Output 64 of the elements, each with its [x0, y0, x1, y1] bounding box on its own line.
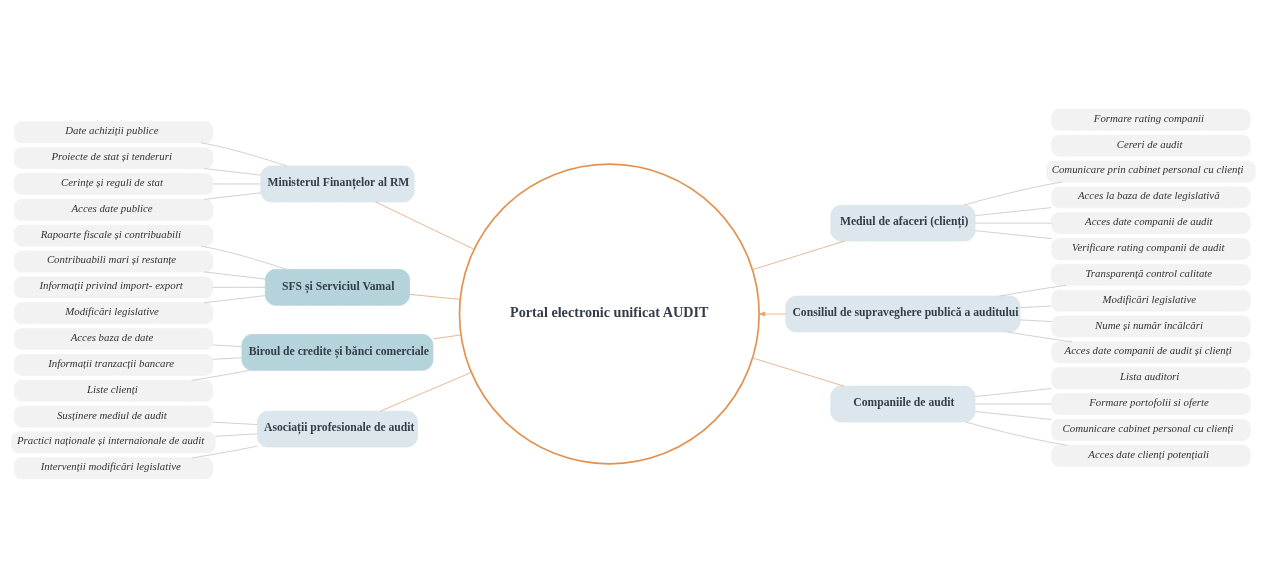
arrow [758, 311, 786, 317]
connector [1019, 305, 1052, 309]
node-circle: Portal electronic unificat AUDIT [458, 163, 760, 465]
node-box: Acces date companii de audit și clienți [1051, 341, 1251, 364]
node-box: Comunicare cabinet personal cu clienți [1051, 419, 1251, 441]
connector [409, 293, 461, 300]
node-box: Date achiziții publice [13, 121, 214, 144]
connector [212, 286, 266, 288]
connector [215, 433, 258, 437]
connector [200, 245, 288, 270]
node-box: Modificări legislative [13, 302, 214, 324]
connector [974, 411, 1052, 420]
node-box: Rapoarte fiscale și contribuabili [13, 224, 214, 247]
node-box: Modificări legislative [1051, 289, 1251, 312]
connector [192, 445, 258, 459]
connector [752, 240, 845, 271]
connector [375, 201, 475, 250]
node-box: Companiile de audit [830, 385, 976, 423]
node-box: Consiliul de supraveghere publică a auditului [785, 295, 1021, 333]
node-box: SFS și Serviciul Vamal [264, 269, 410, 306]
node-box: Formare portofolii si oferte [1051, 393, 1251, 415]
node-box: Acces date companii de audit [1051, 212, 1251, 234]
connector [963, 181, 1063, 206]
connector [752, 357, 845, 387]
connector [1007, 331, 1073, 343]
connector [203, 295, 266, 304]
node-box: Acces la baza de date legislativă [1051, 186, 1251, 209]
connector [998, 284, 1067, 297]
connector [203, 271, 266, 280]
connector [212, 344, 243, 348]
connector [212, 357, 243, 360]
connector [200, 142, 288, 167]
node-box: Lista auditori [1051, 367, 1251, 390]
node-box: Informații tranzacții bancare [13, 354, 214, 376]
node-box: Susținere mediul de audit [13, 405, 214, 428]
connector [432, 334, 462, 340]
node-box: Ministerul Finanțelor al RM [260, 165, 415, 203]
node-box: Verificare rating companii de audit [1051, 238, 1251, 260]
connector [380, 372, 472, 412]
node-box: Acces baza de date [13, 328, 214, 350]
node-box: Acces date publice [13, 198, 214, 221]
connector [1019, 319, 1052, 322]
node-box: Asociații profesionale de audit [257, 410, 418, 448]
connector [203, 192, 261, 200]
node-box: Contribuabili mari și restanțe [13, 250, 214, 273]
node-box: Practici naționale și internaionale de audit [11, 431, 216, 454]
connector [974, 388, 1052, 397]
node-box: Proiecte de stat și tenderuri [13, 147, 214, 169]
connector [974, 207, 1052, 217]
node-box: Informații privind import- export [13, 276, 214, 299]
node-box: Cerințe și reguli de stat [13, 173, 214, 195]
connector [212, 421, 258, 425]
connector [203, 168, 261, 176]
node-box: Mediul de afaceri (clienți) [830, 204, 976, 242]
connector [191, 369, 250, 381]
connector [974, 230, 1052, 240]
connector [965, 421, 1068, 446]
node-box: Liste clienți [13, 379, 214, 402]
node-box: Intervenții modificări legislative [13, 457, 214, 480]
node-box: Acces date clienți potențiali [1051, 444, 1251, 467]
node-box: Biroul de credite și bănci comerciale [241, 334, 434, 371]
node-box: Comunicare prin cabinet personal cu clienți [1046, 160, 1256, 183]
node-box: Transparență control calitate [1051, 264, 1251, 286]
node-box: Nume și număr încălcări [1051, 315, 1251, 338]
